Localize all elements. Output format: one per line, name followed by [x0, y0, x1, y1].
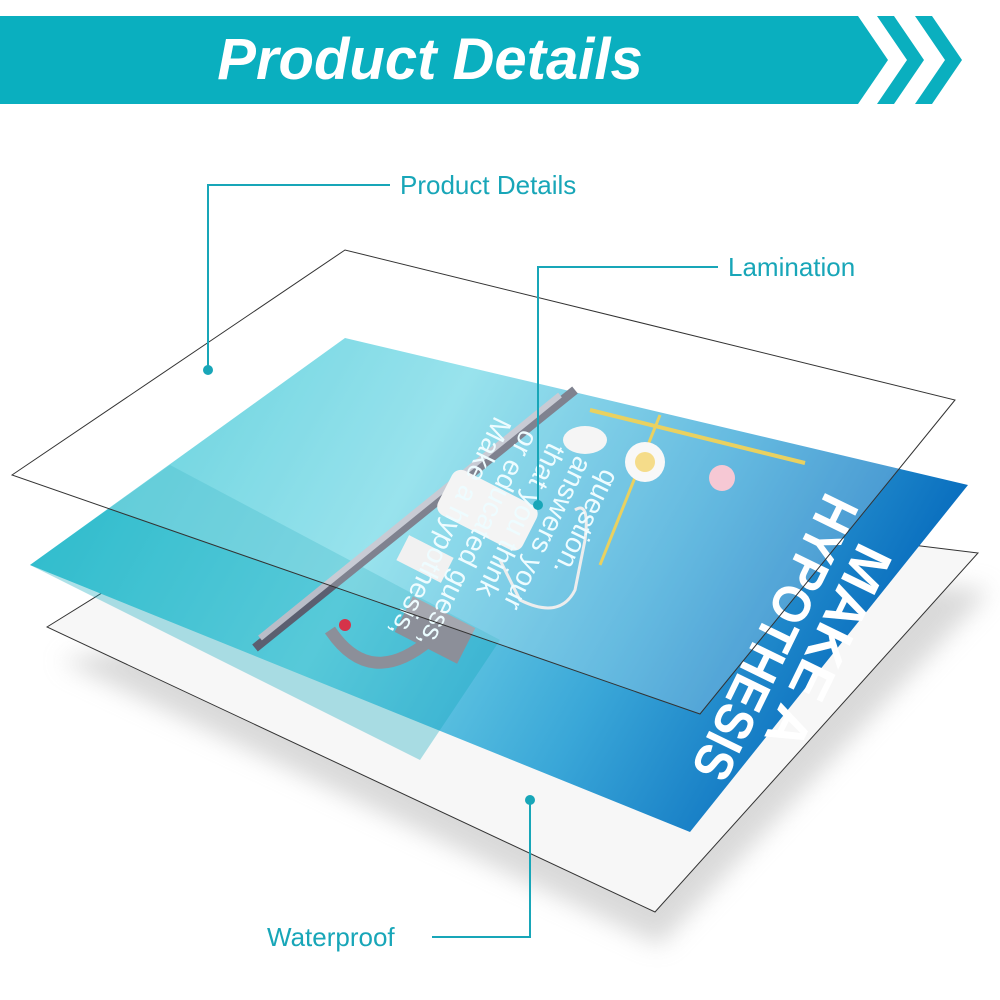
poster: [30, 338, 968, 832]
callout-dot: [525, 795, 535, 805]
callout-line-lamination: [537, 266, 718, 505]
banner-title: Product Details: [217, 27, 643, 92]
callout-dot: [203, 365, 213, 375]
lab-equipment-illustration: [325, 408, 806, 669]
label-product-details: Product Details: [400, 170, 577, 200]
chevron-icon: [915, 16, 962, 104]
chevron-icon: [877, 16, 924, 104]
callout-line-waterproof: [432, 800, 531, 938]
callout-line-product-details: [207, 184, 390, 370]
label-waterproof: Waterproof: [267, 922, 395, 952]
callout-dot: [533, 500, 543, 510]
lamination-sheet: [10, 249, 956, 715]
banner-background: [0, 16, 962, 104]
label-lamination: Lamination: [728, 252, 856, 282]
